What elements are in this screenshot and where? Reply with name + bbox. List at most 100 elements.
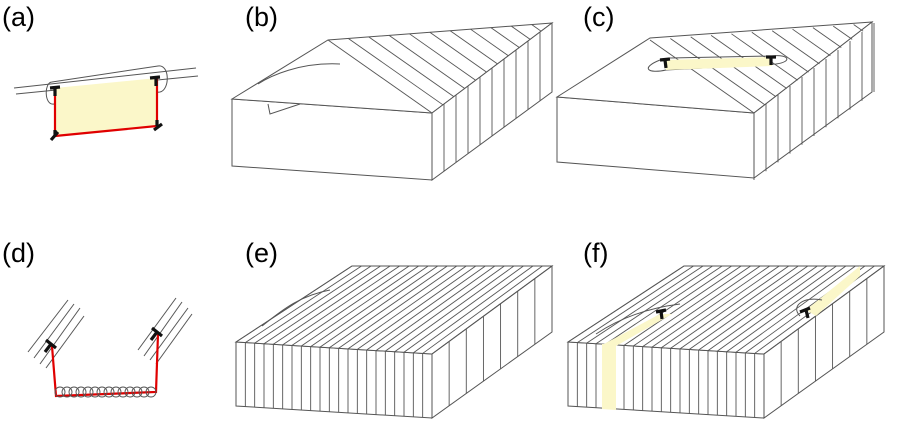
panel-label-e: (e) <box>245 238 278 268</box>
plane-line <box>413 265 534 354</box>
panel-b-crystal-block <box>230 22 554 181</box>
plane-line <box>661 265 780 349</box>
panel-f-slab-block-loop <box>566 265 886 419</box>
plane-line <box>422 265 543 354</box>
half-plane-fill <box>604 314 672 346</box>
screw-helix <box>54 386 157 398</box>
plane-line <box>771 30 820 65</box>
plane-line <box>394 265 515 353</box>
plane-line <box>649 39 755 114</box>
plane-line <box>449 30 498 65</box>
inclined-planes-left <box>27 299 85 369</box>
panel-label-c: (c) <box>583 2 615 32</box>
plane-line <box>327 39 433 114</box>
plane-line <box>329 265 448 349</box>
plane-line <box>235 265 353 343</box>
half-plane-fill <box>602 344 616 410</box>
dislocation-symbol <box>149 75 161 86</box>
helix-turn <box>145 386 157 398</box>
loop-fill <box>664 57 772 70</box>
plane-line <box>567 265 685 343</box>
plane-line <box>388 34 465 89</box>
helix-turn <box>110 386 122 398</box>
plane-line <box>633 265 751 347</box>
plane-line <box>707 265 828 351</box>
helix-turn <box>96 386 108 398</box>
panel-label-a: (a) <box>2 2 35 32</box>
half-plane-edge <box>595 303 681 335</box>
burgers-circuit <box>50 333 160 398</box>
panel-d-screw-diagram <box>27 297 193 398</box>
plane-line <box>670 265 790 349</box>
plane-line <box>273 265 391 345</box>
plane-line <box>595 265 713 345</box>
plane-line <box>245 265 362 343</box>
panel-c-crystal-block-loop <box>555 20 875 180</box>
lattice-planes <box>327 23 553 180</box>
plane-line <box>735 265 856 353</box>
plane-line <box>385 265 505 352</box>
panel-label-b: (b) <box>245 2 278 32</box>
plane-line <box>470 28 509 57</box>
plane-line <box>347 265 467 350</box>
plane-line <box>853 24 864 32</box>
plane-line <box>812 27 842 48</box>
dislocation-symbol <box>153 120 163 132</box>
plane-line <box>403 265 524 353</box>
plane-line <box>319 265 438 348</box>
dislocation-symbol <box>49 85 61 96</box>
burgers-circuit <box>53 78 159 138</box>
plane-line <box>623 265 742 346</box>
helix-turn <box>75 386 87 398</box>
helix-turn <box>61 386 73 398</box>
plane-line <box>792 28 831 57</box>
half-plane-edge <box>261 289 331 327</box>
half-plane-edge <box>796 298 823 317</box>
plane-line <box>254 265 372 344</box>
step-edge <box>267 103 301 115</box>
dislocation-symbol <box>43 338 57 353</box>
helix-turn <box>117 386 129 398</box>
dislocation-symbol <box>766 55 776 65</box>
plane-line <box>429 31 487 73</box>
plane-line <box>717 265 837 352</box>
plane-line <box>698 265 818 351</box>
block-front-face <box>235 341 433 419</box>
plane-line <box>348 38 444 106</box>
helix-turn <box>54 386 66 398</box>
block-front-face <box>567 341 765 419</box>
plane-line <box>431 265 553 355</box>
helix-turn <box>82 386 94 398</box>
plane-line <box>511 25 531 40</box>
plane-line <box>357 265 477 350</box>
burgers-circuit-fill <box>55 78 157 136</box>
panel-a-loop-diagram <box>13 65 199 142</box>
dislocation-symbol <box>799 306 811 319</box>
inclined-planes-right <box>137 297 193 365</box>
helix-turn <box>68 386 80 398</box>
helix-turn <box>138 386 150 398</box>
plane-line <box>605 265 723 345</box>
plane-line <box>642 265 761 347</box>
plane-line <box>689 265 809 350</box>
helix-turn <box>103 386 115 398</box>
plane-line <box>651 265 770 348</box>
plane-line <box>531 24 542 32</box>
plane-line <box>310 265 429 347</box>
panel-label-d: (d) <box>2 238 35 268</box>
helix-turn <box>131 386 143 398</box>
plane-line <box>409 33 476 81</box>
plane-line <box>368 36 455 98</box>
helix-turn <box>89 386 101 398</box>
plane-line <box>338 265 458 349</box>
plane-line <box>763 265 885 355</box>
dislocation-symbol <box>149 326 163 341</box>
plane-line <box>670 38 766 106</box>
plane-line <box>282 265 400 346</box>
plane-line <box>490 27 520 48</box>
dislocation-symbol <box>655 308 667 320</box>
plane-line <box>731 33 798 81</box>
dislocation-symbol <box>659 57 671 69</box>
